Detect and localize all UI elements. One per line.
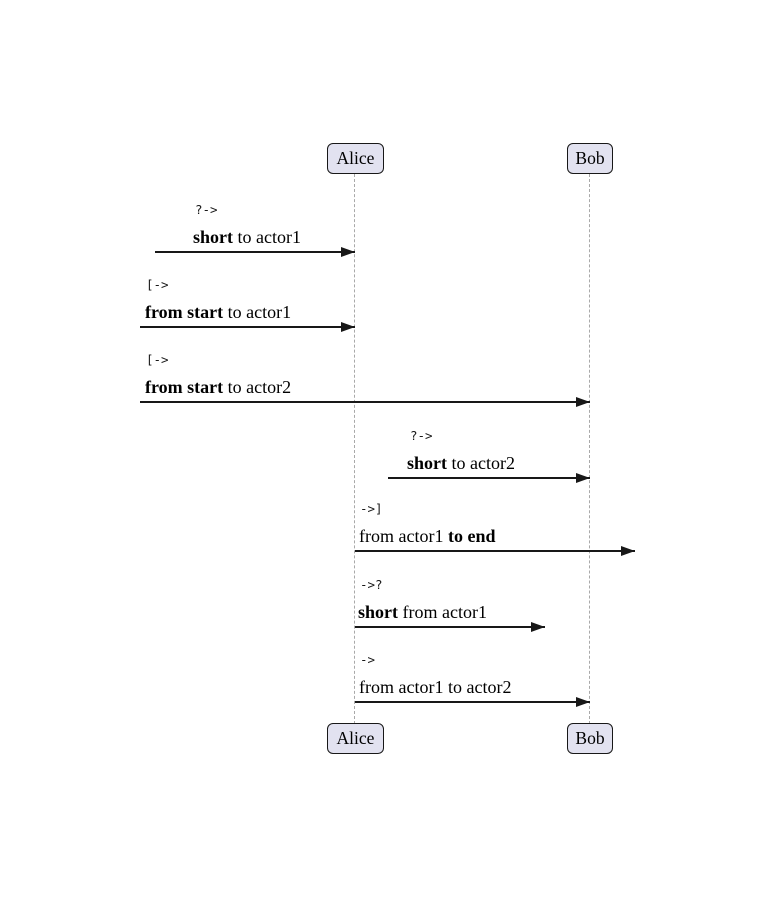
message-label: short to actor1 (193, 227, 301, 247)
participant-box-bob-top: Bob (567, 143, 613, 174)
message-code: ->] (360, 501, 383, 516)
message-code: ?-> (195, 202, 218, 217)
message-label-segment: short (407, 453, 447, 473)
message-label-segment: to end (447, 526, 496, 546)
message-label: from actor1 to end (359, 526, 495, 546)
participant-box-alice-top: Alice (327, 143, 384, 174)
message-arrow (155, 247, 355, 257)
arrowhead-icon (341, 322, 355, 332)
lifeline-bob (589, 174, 590, 724)
arrowhead-icon (531, 622, 545, 632)
arrow-shaft (388, 477, 590, 479)
arrow-shaft (140, 401, 590, 403)
message-label: short to actor2 (407, 453, 515, 473)
message-label-segment: to actor1 (233, 227, 301, 247)
arrow-shaft (355, 550, 635, 552)
message-label: from start to actor2 (145, 377, 291, 397)
participant-label-bob: Bob (575, 727, 605, 748)
arrow-shaft (355, 626, 545, 628)
arrowhead-icon (576, 473, 590, 483)
message-label-segment: short (193, 227, 233, 247)
lifeline-alice (354, 174, 355, 724)
message-label-segment: to actor1 (223, 302, 292, 322)
message-label: from start to actor1 (145, 302, 291, 322)
participant-label-bob: Bob (575, 147, 605, 168)
message-label-segment: from start (145, 302, 224, 322)
arrow-shaft (355, 701, 590, 703)
participant-label-alice: Alice (336, 147, 375, 168)
message-code: -> (360, 652, 376, 667)
message-arrow (355, 546, 635, 556)
message-label-segment: short (358, 602, 398, 622)
message-label: short from actor1 (358, 602, 487, 622)
message-label-segment: from actor1 (359, 526, 448, 546)
message-arrow (355, 622, 545, 632)
message-label-segment: to actor2 (223, 377, 292, 397)
arrowhead-icon (621, 546, 635, 556)
message-arrow (388, 473, 590, 483)
message-label-segment: from actor1 (398, 602, 487, 622)
message-arrow (355, 697, 590, 707)
message-arrow (140, 397, 590, 407)
message-label-segment: from actor1 to actor2 (359, 677, 512, 697)
participant-label-alice: Alice (336, 727, 375, 748)
message-code: ?-> (410, 428, 433, 443)
message-label-segment: from start (145, 377, 224, 397)
participant-box-alice-bottom: Alice (327, 723, 384, 754)
message-label: from actor1 to actor2 (359, 677, 511, 697)
message-code: [-> (146, 352, 169, 367)
message-code: [-> (146, 277, 169, 292)
participant-box-bob-bottom: Bob (567, 723, 613, 754)
arrowhead-icon (576, 697, 590, 707)
message-arrow (140, 322, 355, 332)
message-code: ->? (360, 577, 383, 592)
arrow-shaft (140, 326, 355, 328)
message-label-segment: to actor2 (447, 453, 515, 473)
arrowhead-icon (576, 397, 590, 407)
arrowhead-icon (341, 247, 355, 257)
arrow-shaft (155, 251, 355, 253)
